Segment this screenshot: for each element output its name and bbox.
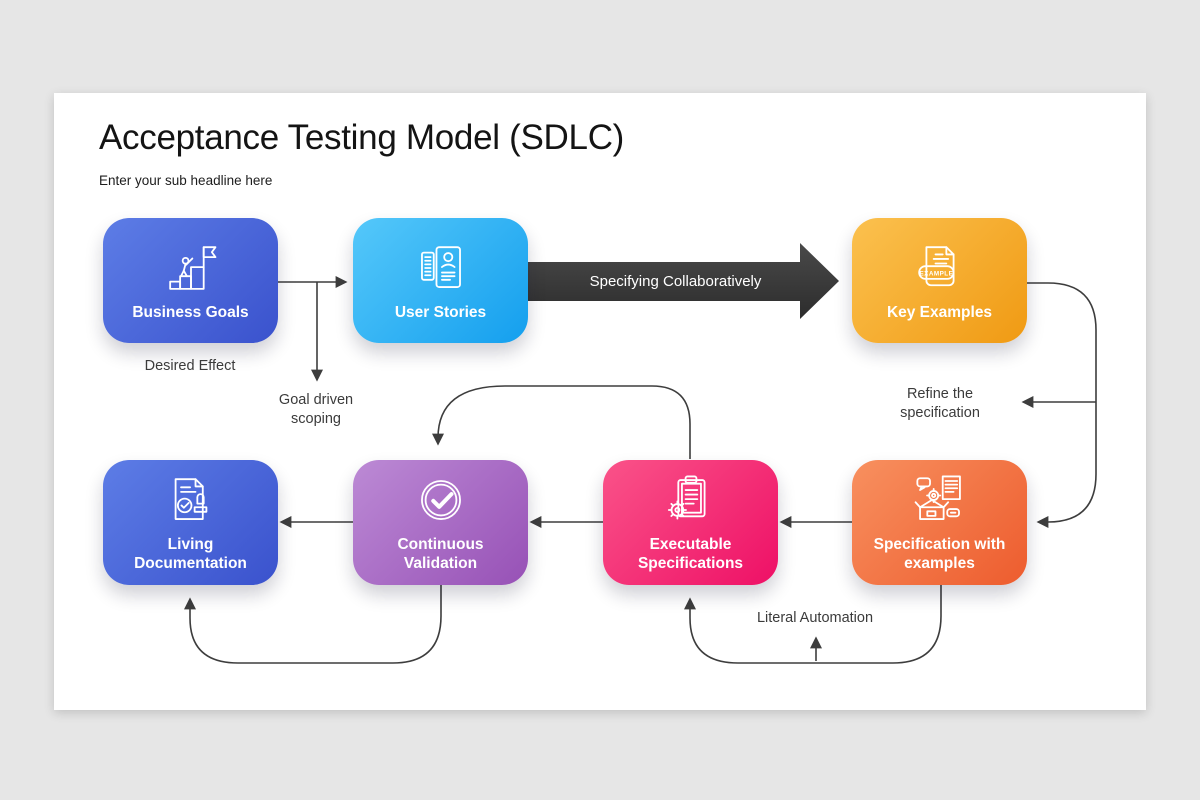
- node-label: User Stories: [394, 303, 487, 321]
- approved-document-stamp-icon: [162, 471, 220, 529]
- clipboard-gear-icon: [662, 471, 720, 529]
- literal-automation-label: Literal Automation: [756, 610, 874, 626]
- node-user-stories: User Stories: [353, 218, 528, 343]
- node-business-goals: Business Goals: [103, 218, 278, 343]
- goal-driven-scoping-label: Goal driven scoping: [278, 392, 354, 427]
- desired-effect-label: Desired Effect: [144, 358, 236, 374]
- page-subtitle: Enter your sub headline here: [99, 173, 273, 188]
- node-continuous-validation: Continuous Validation: [353, 460, 528, 585]
- check-circle-icon: [412, 471, 470, 529]
- page-title: Acceptance Testing Model (SDLC): [99, 118, 625, 157]
- node-label: Specification with examples: [873, 536, 1006, 572]
- node-label: Key Examples: [886, 303, 993, 321]
- node-executable-specifications: Executable Specifications: [603, 460, 778, 585]
- node-key-examples: EXAMPLE Key Examples: [852, 218, 1027, 343]
- goal-stairs-flag-icon: [162, 239, 220, 297]
- box-spec-gear-icon: [911, 471, 969, 529]
- example-document-icon: EXAMPLE: [911, 239, 969, 297]
- node-label: Business Goals: [132, 303, 249, 321]
- node-label: Living Documentation: [134, 536, 247, 572]
- node-label: Executable Specifications: [637, 536, 744, 572]
- user-story-card-icon: [412, 239, 470, 297]
- node-specification-with-examples: Specification with examples: [852, 460, 1027, 585]
- specifying-collaboratively-label: Specifying Collaboratively: [589, 273, 762, 290]
- svg-text:EXAMPLE: EXAMPLE: [919, 270, 953, 277]
- node-label: Continuous Validation: [397, 536, 484, 572]
- node-living-documentation: Living Documentation: [103, 460, 278, 585]
- refine-the-specification-label: Refine the specification: [900, 386, 980, 421]
